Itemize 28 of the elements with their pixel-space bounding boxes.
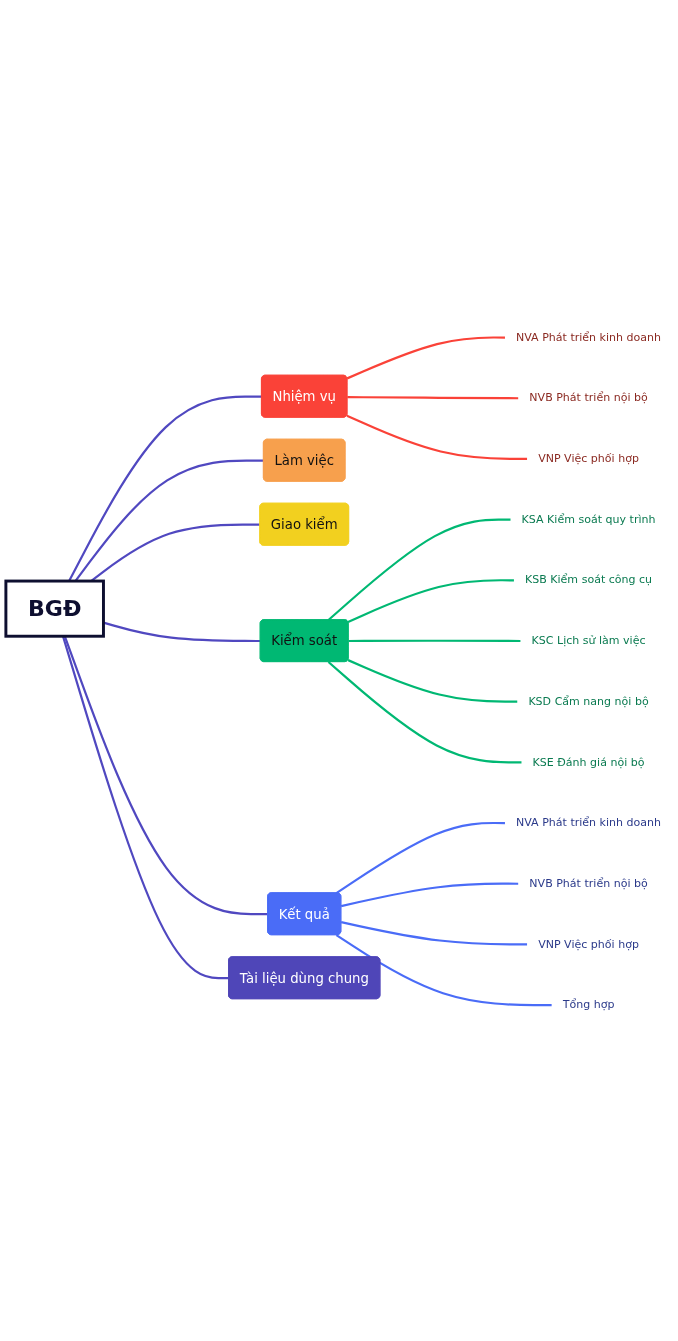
connector xyxy=(346,414,528,460)
node-text: NVB Phát triển nội bộ xyxy=(529,876,648,890)
node-text: NVA Phát triển kinh doanh xyxy=(516,329,662,344)
node-text: Tổng hợp xyxy=(562,997,615,1011)
connector xyxy=(346,335,506,379)
node-text: NVB Phát triển nội bộ xyxy=(529,390,648,404)
connector xyxy=(327,517,511,621)
connector xyxy=(347,395,519,399)
node-text: VNP Việc phối hợp xyxy=(538,936,639,951)
connector xyxy=(348,639,521,642)
connector xyxy=(103,621,261,642)
node-text: KSB Kiểm soát công cụ xyxy=(524,572,653,586)
connector xyxy=(340,882,519,907)
node-text: KSD Cẩm nang nội bộ xyxy=(528,694,649,708)
connector xyxy=(340,920,528,946)
connector xyxy=(327,660,522,763)
node-text: KSE Đánh giá nội bộ xyxy=(532,754,645,768)
connector xyxy=(63,635,268,915)
node-text: KSC Lịch sử làm việc xyxy=(531,633,646,647)
connector xyxy=(335,821,506,894)
connector xyxy=(347,578,515,623)
connector xyxy=(335,933,552,1006)
node-box: BGĐ xyxy=(4,579,105,638)
connector xyxy=(347,658,518,703)
node-text: KSA Kiểm soát quy trình xyxy=(521,511,656,526)
connector xyxy=(61,635,229,979)
node-text: VNP Việc phối hợp xyxy=(538,451,639,465)
node-text: NVA Phát triển kinh doanh xyxy=(516,815,662,829)
